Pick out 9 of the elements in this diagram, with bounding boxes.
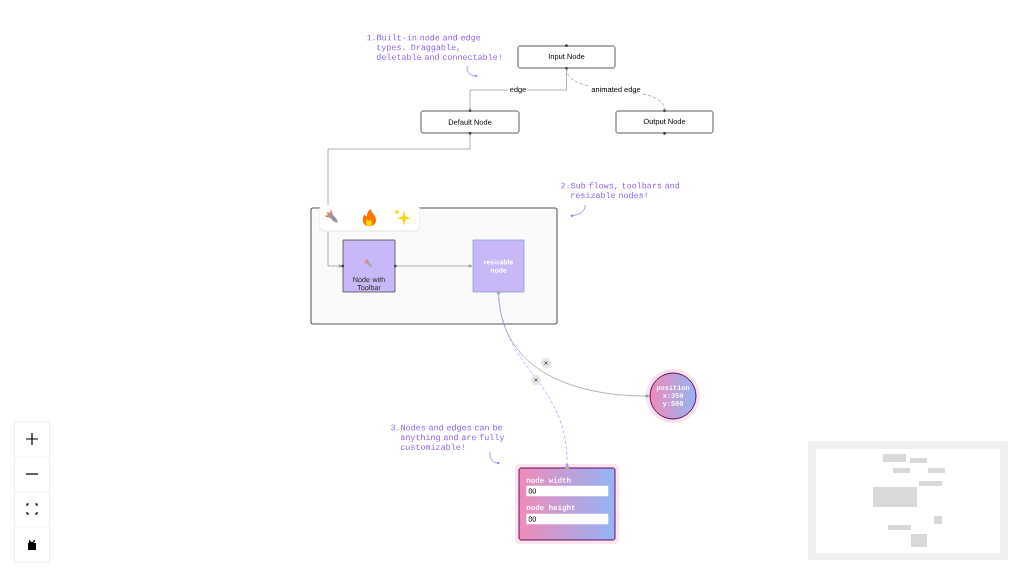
note-text: 2.Sub flows, toolbars and resizable nodes! (561, 182, 680, 199)
connector (327, 133, 471, 268)
connector (498, 292, 650, 398)
connector (498, 292, 569, 468)
form-card (515, 464, 619, 544)
note-text: 1.Built-in node and edge types. Draggable, deletable and connectable! (367, 34, 501, 60)
note-text: 3.Nodes and edges can be anything and are fully customizable! (391, 424, 505, 450)
connector (395, 264, 473, 268)
connector (469, 68, 567, 111)
